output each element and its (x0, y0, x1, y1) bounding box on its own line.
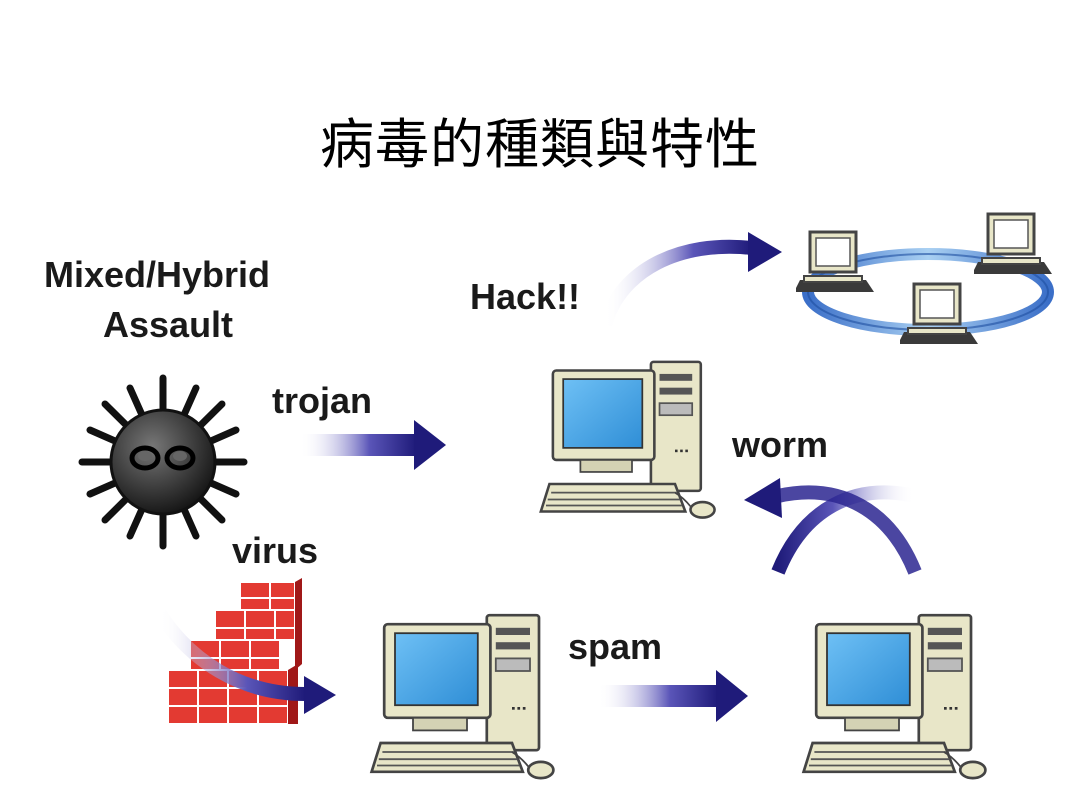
worm-arrow (744, 478, 922, 575)
hack-arrow (598, 232, 782, 328)
worm-label: worm (732, 424, 829, 465)
bottom-right-computer-icon (802, 613, 987, 780)
virus-label: virus (232, 530, 319, 571)
network-ring-icon (796, 212, 1054, 346)
center-computer-icon (539, 360, 717, 520)
mixed-hybrid-label: Mixed/Hybrid (44, 254, 271, 295)
slide-title: 病毒的種類與特性 (320, 113, 760, 176)
spam-arrow (598, 670, 748, 722)
spam-label: spam (568, 626, 663, 667)
bottom-left-computer-icon (370, 613, 555, 780)
virus-icon (78, 374, 248, 550)
assault-label: Assault (103, 304, 234, 345)
trojan-label: trojan (272, 380, 373, 421)
virus-arrow (154, 610, 336, 714)
trojan-arrow (300, 420, 446, 470)
hack-label: Hack!! (470, 276, 581, 317)
